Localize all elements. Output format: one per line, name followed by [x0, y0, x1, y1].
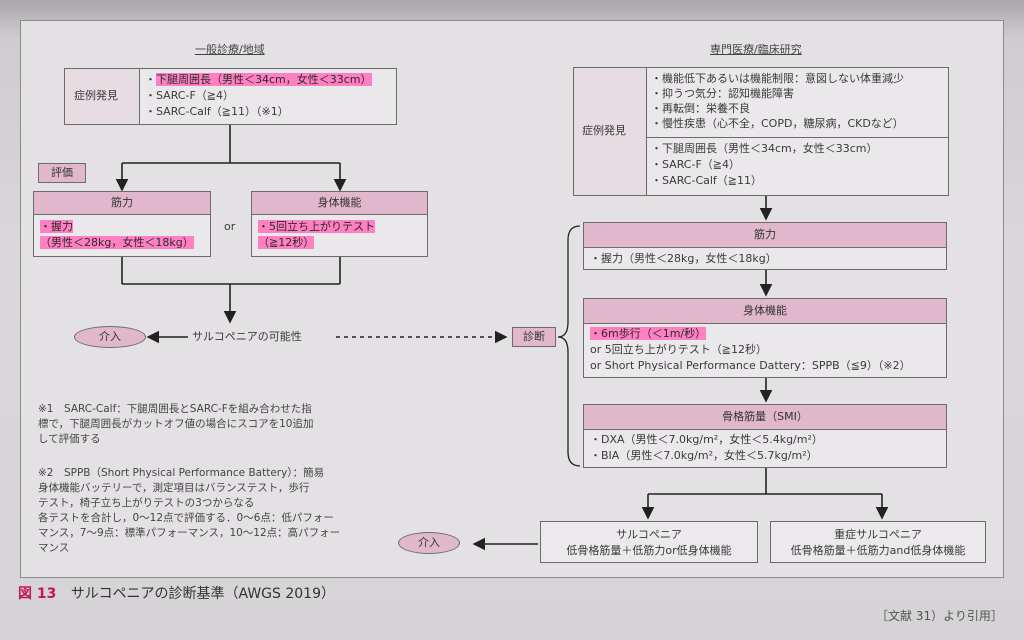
left-chair-stand-line1: ・5回立ち上がりテスト	[258, 220, 375, 234]
footnote-1: ※1 SARC-Calf：下腿周囲長とSARC-Fを組み合わせた指 標で，下腿周…	[38, 402, 313, 447]
left-case-item-3-text: SARC-Calf（≧11）（※1）	[156, 105, 289, 118]
right-case-finding-box: 症例発見 ・機能低下あるいは機能制限：意図しない体重減少 ・抑うつ気分：認知機能…	[573, 67, 949, 196]
right-walk-line-text: ・6m歩行（＜1m/秒）	[590, 327, 707, 340]
source-citation: ［文献 31）より引用］	[876, 609, 1003, 623]
left-intervention-oval: 介入	[74, 326, 146, 348]
left-case-finding-label-cell: 症例発見	[65, 69, 140, 124]
right-dxa-line: ・DXA（男性＜7.0kg/m²，女性＜5.4kg/m²）	[590, 433, 823, 446]
left-grip-line1-text: ・握力	[40, 220, 73, 233]
right-sppb-line: or Short Physical Performance Dattery：SP…	[590, 359, 911, 372]
right-intervention-oval: 介入	[398, 532, 460, 554]
severe-sarcopenia-title: 重症サルコペニア	[834, 528, 922, 541]
left-chair-stand-line1-text: ・5回立ち上がりテスト	[258, 220, 375, 233]
right-smi-title: 骨格筋量（SMI）	[584, 405, 946, 430]
figure-title: サルコペニアの診断基準（AWGS 2019）	[70, 586, 336, 602]
right-muscle-strength-title: 筋力	[584, 223, 946, 248]
footnote-2-line-4: 各テストを合計し，0〜12点で評価する．0〜6点：低パフォー	[38, 512, 334, 524]
footnote-1-line-3: して評価する	[38, 433, 101, 445]
footnote-2: ※2 SPPB（Short Physical Performance Batte…	[38, 466, 340, 556]
left-case-item-3: ・SARC-Calf（≧11）（※1）	[145, 105, 289, 118]
diagnosis-tag: 診断	[512, 327, 556, 347]
or-label: or	[224, 220, 236, 233]
footnote-2-line-3: テスト，椅子立ち上がりテストの3つからなる	[38, 497, 255, 509]
right-walk-line: ・6m歩行（＜1m/秒）	[590, 327, 707, 341]
right-case-divider	[646, 137, 948, 138]
left-case-item-2: ・SARC-F（≧4）	[145, 89, 234, 102]
left-column-header: 一般診療/地域	[195, 43, 265, 56]
footnote-2-line-1: ※2 SPPB（Short Physical Performance Batte…	[38, 467, 325, 479]
left-case-item-2-text: SARC-F（≧4）	[156, 89, 234, 102]
footnote-2-line-6: マンス	[38, 542, 70, 554]
left-case-item-1: ・下腿周囲長（男性＜34cm，女性＜33cm）	[145, 73, 372, 86]
right-case-finding-label: 症例発見	[582, 124, 626, 137]
footnote-1-line-2: 標で，下腿周囲長がカットオフ値の場合にスコアを10追加	[38, 418, 314, 430]
figure-caption: 図 13 サルコペニアの診断基準（AWGS 2019）	[18, 583, 335, 603]
right-muscle-strength-box: 筋力 ・握力（男性＜28kg，女性＜18kg）	[583, 222, 947, 270]
footnote-1-line-1: ※1 SARC-Calf：下腿周囲長とSARC-Fを組み合わせた指	[38, 403, 312, 415]
figure-number: 図 13	[18, 586, 57, 602]
left-chair-stand-line2: （≧12秒）	[258, 236, 315, 250]
assessment-tag: 評価	[38, 163, 86, 183]
sarcopenia-box: サルコペニア 低骨格筋量＋低筋力or低身体機能	[540, 521, 758, 563]
footnote-2-line-5: マンス，7〜9点：標準パフォーマンス，10〜12点：高パフォー	[38, 527, 341, 539]
right-bia-line: ・BIA（男性＜7.0kg/m²，女性＜5.7kg/m²）	[590, 449, 818, 462]
left-physical-function-title: 身体機能	[252, 192, 427, 215]
left-grip-line2-text: （男性＜28kg，女性＜18kg）	[40, 236, 194, 249]
right-case-g2-3: ・SARC-Calf（≧11）	[651, 174, 763, 187]
left-grip-line1: ・握力	[40, 220, 73, 234]
left-grip-line2: （男性＜28kg，女性＜18kg）	[40, 236, 194, 250]
left-muscle-strength-title: 筋力	[34, 192, 210, 215]
left-case-finding-box: 症例発見 ・下腿周囲長（男性＜34cm，女性＜33cm） ・SARC-F（≧4）…	[64, 68, 397, 125]
right-case-g1-3: ・再転倒：栄養不良	[651, 102, 750, 115]
right-case-g2-2: ・SARC-F（≧4）	[651, 158, 740, 171]
right-physical-function-title: 身体機能	[584, 299, 946, 324]
possible-sarcopenia-label: サルコペニアの可能性	[192, 330, 302, 343]
left-case-finding-label: 症例発見	[74, 89, 118, 102]
left-muscle-strength-box: 筋力 ・握力 （男性＜28kg，女性＜18kg）	[33, 191, 211, 257]
left-physical-function-box: 身体機能 ・5回立ち上がりテスト （≧12秒）	[251, 191, 428, 257]
footnote-2-line-2: 身体機能バッテリーで，測定項目はバランステスト，歩行	[38, 482, 310, 494]
right-physical-function-box: 身体機能 ・6m歩行（＜1m/秒） or 5回立ち上がりテスト（≧12秒） or…	[583, 298, 947, 378]
right-case-g2-1: ・下腿周囲長（男性＜34cm，女性＜33cm）	[651, 142, 878, 155]
right-grip-line: ・握力（男性＜28kg，女性＜18kg）	[590, 252, 777, 265]
severe-sarcopenia-desc: 低骨格筋量＋低筋力and低身体機能	[790, 544, 966, 557]
severe-sarcopenia-box: 重症サルコペニア 低骨格筋量＋低筋力and低身体機能	[770, 521, 986, 563]
right-smi-box: 骨格筋量（SMI） ・DXA（男性＜7.0kg/m²，女性＜5.4kg/m²） …	[583, 404, 947, 468]
right-case-g1-2: ・抑うつ気分：認知機能障害	[651, 87, 794, 100]
right-chair-stand-line: or 5回立ち上がりテスト（≧12秒）	[590, 343, 767, 356]
right-case-g1-1: ・機能低下あるいは機能制限：意図しない体重減少	[651, 72, 904, 85]
left-chair-stand-line2-text: （≧12秒）	[258, 236, 315, 249]
sarcopenia-desc: 低骨格筋量＋低筋力or低身体機能	[566, 544, 732, 557]
right-case-finding-label-cell: 症例発見	[574, 68, 647, 195]
sarcopenia-title: サルコペニア	[616, 528, 682, 541]
left-case-item-1-text: 下腿周囲長（男性＜34cm，女性＜33cm）	[156, 73, 372, 86]
right-column-header: 専門医療/臨床研究	[710, 43, 802, 56]
right-case-g1-4: ・慢性疾患（心不全，COPD，糖尿病，CKDなど）	[651, 117, 904, 130]
